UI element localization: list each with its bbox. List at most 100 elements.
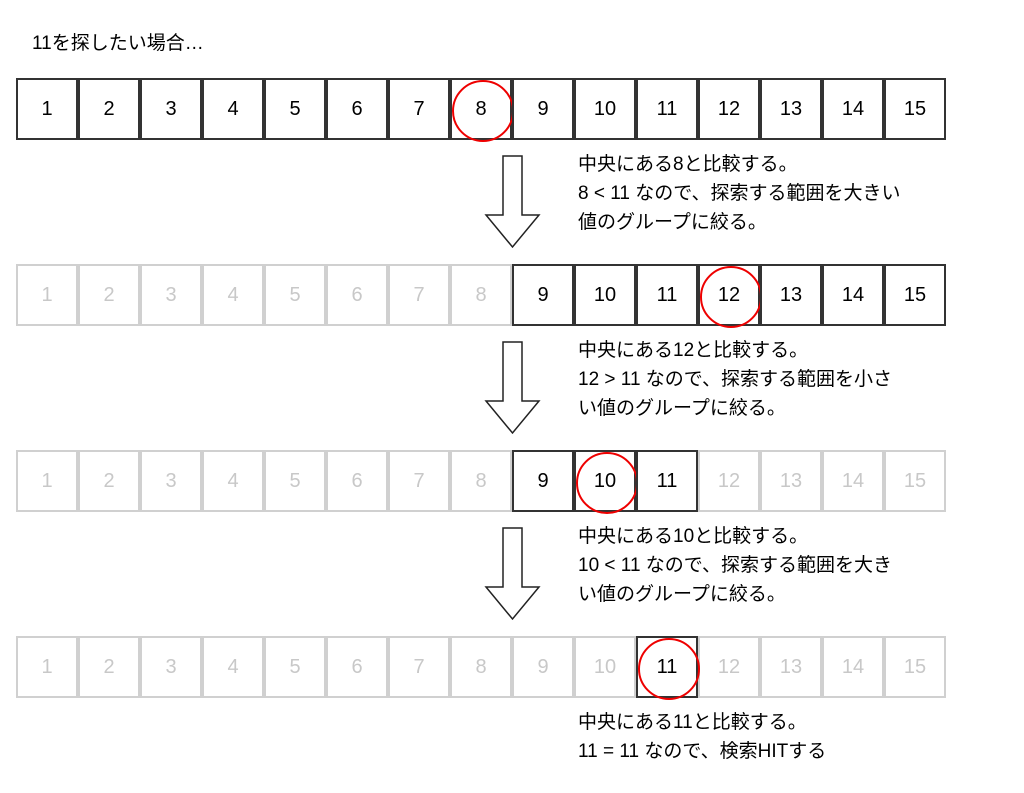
cell-value: 9 <box>537 97 549 120</box>
cell-value: 7 <box>413 469 425 492</box>
array-cell-active: 14 <box>822 264 884 326</box>
array-cell-dimmed: 13 <box>760 450 822 512</box>
array-cell-active: 10 <box>574 78 636 140</box>
cell-value: 1 <box>41 97 53 120</box>
cell-value: 3 <box>165 469 177 492</box>
array-cell-dimmed: 7 <box>388 450 450 512</box>
array-cell-active: 1 <box>16 78 78 140</box>
array-cell-dimmed: 3 <box>140 450 202 512</box>
array-cell-dimmed: 5 <box>264 264 326 326</box>
cell-value: 4 <box>227 283 239 306</box>
cell-value: 3 <box>165 655 177 678</box>
down-arrow-icon <box>484 527 541 621</box>
explanation-line: 中央にある11と比較する。 <box>578 712 807 733</box>
cell-value: 9 <box>537 469 549 492</box>
cell-value: 2 <box>103 283 115 306</box>
cell-value: 6 <box>351 469 363 492</box>
cell-value: 15 <box>903 655 927 678</box>
midpoint-highlight-circle <box>452 80 514 142</box>
array-cell-dimmed: 3 <box>140 264 202 326</box>
explanation-line: 中央にある8と比較する。 <box>578 154 798 175</box>
array-cell-active: 9 <box>512 450 574 512</box>
array-cell-dimmed: 4 <box>202 636 264 698</box>
array-cell-active: 7 <box>388 78 450 140</box>
cell-value: 1 <box>41 283 53 306</box>
array-cell-dimmed: 5 <box>264 450 326 512</box>
array-cell-dimmed: 1 <box>16 636 78 698</box>
array-cell-dimmed: 8 <box>450 636 512 698</box>
down-arrow-icon <box>484 341 541 435</box>
array-cell-active: 15 <box>884 78 946 140</box>
cell-value: 15 <box>903 97 927 120</box>
array-cell-dimmed: 14 <box>822 450 884 512</box>
array-cell-dimmed: 4 <box>202 264 264 326</box>
array-cell-active: 14 <box>822 78 884 140</box>
cell-value: 13 <box>779 283 803 306</box>
midpoint-highlight-circle <box>576 452 638 514</box>
cell-value: 14 <box>841 469 865 492</box>
array-cell-active: 15 <box>884 264 946 326</box>
explanation-line: 10 < 11 なので、探索する範囲を大き <box>578 555 893 576</box>
cell-value: 8 <box>475 283 487 306</box>
array-cell-active: 2 <box>78 78 140 140</box>
cell-value: 7 <box>413 97 425 120</box>
midpoint-highlight-circle <box>700 266 762 328</box>
cell-value: 11 <box>656 469 678 492</box>
array-cell-active: 11 <box>636 78 698 140</box>
cell-value: 2 <box>103 469 115 492</box>
cell-value: 9 <box>537 655 549 678</box>
cell-value: 5 <box>289 283 301 306</box>
array-cell-dimmed: 13 <box>760 636 822 698</box>
array-cell-active: 13 <box>760 78 822 140</box>
array-cell-active: 6 <box>326 78 388 140</box>
step-explanation: 中央にある12と比較する。12 > 11 なので、探索する範囲を小さい値のグルー… <box>578 336 892 423</box>
cell-value: 5 <box>289 469 301 492</box>
diagram-title: 11を探したい場合… <box>32 33 204 54</box>
array-cell-active: 9 <box>512 264 574 326</box>
array-cell-active: 3 <box>140 78 202 140</box>
cell-value: 13 <box>779 97 803 120</box>
cell-value: 1 <box>41 655 53 678</box>
array-cell-dimmed: 6 <box>326 450 388 512</box>
cell-value: 13 <box>779 469 803 492</box>
array-cell-dimmed: 8 <box>450 450 512 512</box>
cell-value: 3 <box>165 97 177 120</box>
array-cell-active: 8 <box>450 78 514 142</box>
array-cell-dimmed: 1 <box>16 450 78 512</box>
cell-value: 14 <box>841 97 865 120</box>
array-cell-active: 12 <box>698 78 760 140</box>
cell-value: 12 <box>717 655 741 678</box>
cell-value: 15 <box>903 469 927 492</box>
cell-value: 4 <box>227 655 239 678</box>
array-cell-dimmed: 15 <box>884 636 946 698</box>
cell-value: 7 <box>413 655 425 678</box>
array-cell-active: 5 <box>264 78 326 140</box>
explanation-line: い値のグループに絞る。 <box>578 398 786 419</box>
explanation-line: 中央にある12と比較する。 <box>578 340 809 361</box>
array-cell-dimmed: 10 <box>574 636 636 698</box>
step-explanation: 中央にある10と比較する。10 < 11 なので、探索する範囲を大きい値のグルー… <box>578 522 892 609</box>
array-cell-dimmed: 14 <box>822 636 884 698</box>
cell-value: 5 <box>289 97 301 120</box>
cell-value: 11 <box>656 283 678 306</box>
explanation-line: 11 = 11 なので、検索HITする <box>578 741 827 762</box>
cell-value: 10 <box>593 655 617 678</box>
array-cell-active: 11 <box>636 636 700 700</box>
array-cell-dimmed: 2 <box>78 450 140 512</box>
step-explanation: 中央にある8と比較する。8 < 11 なので、探索する範囲を大きい値のグループに… <box>578 150 900 237</box>
array-cell-active: 10 <box>574 450 638 514</box>
cell-value: 8 <box>475 655 487 678</box>
array-cell-active: 9 <box>512 78 574 140</box>
cell-value: 4 <box>227 469 239 492</box>
cell-value: 13 <box>779 655 803 678</box>
array-cell-dimmed: 2 <box>78 264 140 326</box>
array-cell-dimmed: 1 <box>16 264 78 326</box>
cell-value: 11 <box>656 97 678 120</box>
cell-value: 6 <box>351 283 363 306</box>
array-cell-dimmed: 7 <box>388 264 450 326</box>
array-cell-dimmed: 4 <box>202 450 264 512</box>
explanation-line: 中央にある10と比較する。 <box>578 526 809 547</box>
